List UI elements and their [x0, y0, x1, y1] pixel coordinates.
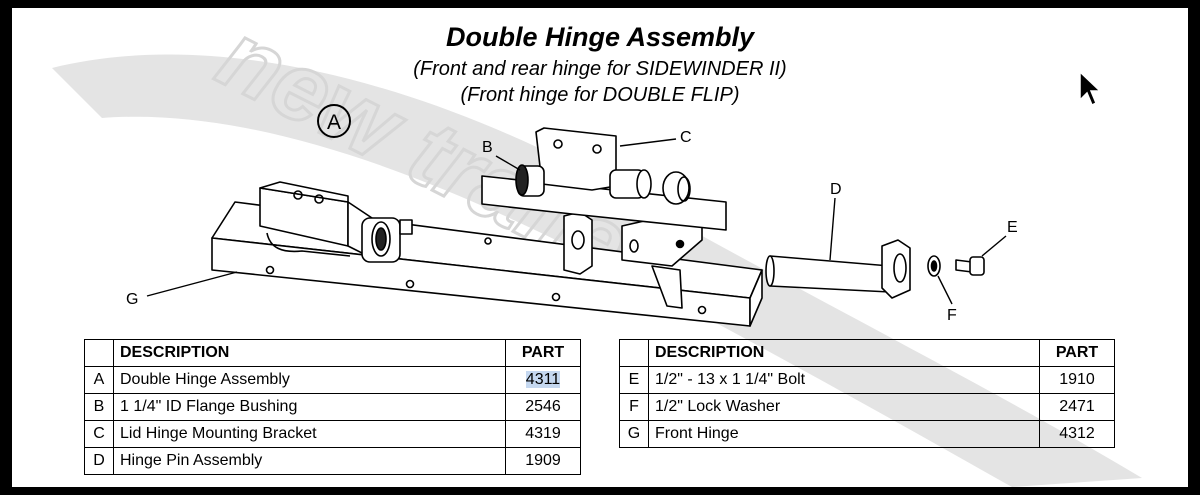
right-plate	[621, 217, 703, 309]
hinge-pin	[765, 239, 911, 299]
row-description[interactable]: 1 1/4" ID Flange Bushing	[113, 393, 506, 421]
row-letter: D	[84, 447, 114, 475]
callout-a-label: A	[327, 111, 341, 134]
selected-text[interactable]: 4311	[525, 371, 561, 388]
description-header: DESCRIPTION	[113, 339, 506, 367]
row-letter: E	[619, 366, 649, 394]
flange-bushing	[515, 164, 545, 197]
table-header-row: DESCRIPTION PART	[619, 339, 1115, 367]
row-part[interactable]: 2471	[1039, 393, 1115, 421]
table-row: B 1 1/4" ID Flange Bushing 2546	[84, 393, 581, 421]
callout-c: C	[680, 129, 692, 146]
hinge-assembly-drawing: A	[126, 104, 1018, 327]
left-bracket	[259, 181, 373, 259]
callout-e: E	[1007, 219, 1018, 236]
letter-header	[619, 339, 649, 367]
description-header: DESCRIPTION	[648, 339, 1040, 367]
parts-table-left: DESCRIPTION PART A Double Hinge Assembly…	[84, 339, 581, 475]
row-description[interactable]: Front Hinge	[648, 420, 1040, 448]
callout-g: G	[126, 291, 138, 308]
subtitle-line-2: (Front hinge for DOUBLE FLIP)	[460, 84, 740, 106]
page-title: Double Hinge Assembly	[445, 22, 755, 52]
part-header: PART	[1039, 339, 1115, 367]
part-header: PART	[505, 339, 581, 367]
parts-table-right: DESCRIPTION PART E 1/2" - 13 x 1 1/4" Bo…	[619, 339, 1115, 448]
row-letter: C	[84, 420, 114, 448]
middle-bracket	[563, 211, 593, 275]
row-part[interactable]: 1910	[1039, 366, 1115, 394]
callout-d: D	[830, 181, 842, 198]
table-row: G Front Hinge 4312	[619, 420, 1115, 448]
arrow-pointer-icon	[1079, 70, 1102, 107]
letter-header	[84, 339, 114, 367]
row-description[interactable]: Hinge Pin Assembly	[113, 447, 506, 475]
row-description[interactable]: Double Hinge Assembly	[113, 366, 506, 394]
table-row: D Hinge Pin Assembly 1909	[84, 447, 581, 475]
row-part[interactable]: 4319	[505, 420, 581, 448]
table-header-row: DESCRIPTION PART	[84, 339, 581, 367]
callout-f: F	[947, 307, 957, 324]
table-row: A Double Hinge Assembly 4311	[84, 366, 581, 394]
bolt	[955, 256, 985, 276]
row-part[interactable]: 4312	[1039, 420, 1115, 448]
row-letter: B	[84, 393, 114, 421]
row-part[interactable]: 1909	[505, 447, 581, 475]
callout-leaders	[146, 138, 1007, 305]
callout-a-circle	[317, 104, 351, 138]
row-description[interactable]: Lid Hinge Mounting Bracket	[113, 420, 506, 448]
document-page: new trailers Double Hinge Assembly (Fron…	[12, 8, 1188, 487]
row-part[interactable]: 2546	[505, 393, 581, 421]
row-part[interactable]: 4311	[505, 366, 581, 394]
lock-washer	[927, 255, 941, 277]
table-row: C Lid Hinge Mounting Bracket 4319	[84, 420, 581, 448]
row-letter: A	[84, 366, 114, 394]
subtitle-line-1: (Front and rear hinge for SIDEWINDER II)	[413, 58, 787, 80]
callout-b: B	[482, 139, 493, 156]
row-letter: F	[619, 393, 649, 421]
table-row: F 1/2" Lock Washer 2471	[619, 393, 1115, 421]
row-description[interactable]: 1/2" Lock Washer	[648, 393, 1040, 421]
left-knuckle	[361, 217, 413, 263]
table-row: E 1/2" - 13 x 1 1/4" Bolt 1910	[619, 366, 1115, 394]
row-letter: G	[619, 420, 649, 448]
row-description[interactable]: 1/2" - 13 x 1 1/4" Bolt	[648, 366, 1040, 394]
